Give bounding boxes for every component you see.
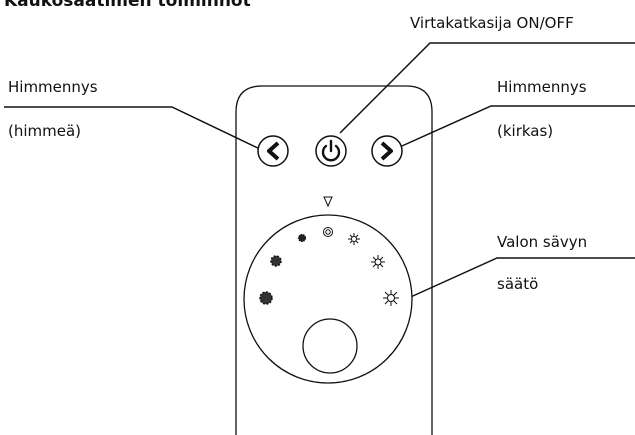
- label-dim-left-2: (himmeä): [8, 122, 82, 140]
- color-tone-dial[interactable]: [243, 214, 413, 384]
- triangle-down-icon: [323, 196, 333, 208]
- label-dim-right-1: Himmennys: [497, 78, 587, 96]
- label-tone-2: säätö: [497, 275, 539, 293]
- power-button[interactable]: [315, 135, 347, 167]
- label-dim-left-1: Himmennys: [8, 78, 98, 96]
- dim-up-button[interactable]: [371, 135, 403, 167]
- callout-line-dim-right: [392, 105, 635, 151]
- warm-tone-icon-3: [297, 233, 307, 243]
- callout-line-dim-left: [4, 106, 263, 151]
- cool-tone-icon-2: [371, 255, 385, 269]
- label-tone-1: Valon sävyn: [497, 233, 588, 251]
- power-icon: [321, 139, 341, 162]
- remote-body: [235, 85, 433, 435]
- callout-line-tone: [403, 257, 635, 301]
- page-heading: Kaukosäätimen toiminnot: [4, 0, 251, 11]
- neutral-tone-icon: [323, 227, 333, 237]
- callout-line-power: [339, 42, 635, 134]
- dim-down-button[interactable]: [257, 135, 289, 167]
- warm-tone-icon-2: [270, 255, 282, 267]
- cool-tone-icon-1: [348, 233, 360, 245]
- chevron-right-icon: [380, 141, 393, 161]
- dial-knob[interactable]: [302, 318, 358, 374]
- label-power: Virtakatkasija ON/OFF: [410, 14, 574, 32]
- chevron-left-icon: [267, 141, 280, 161]
- cool-tone-icon-3: [383, 290, 399, 306]
- label-dim-right-2: (kirkas): [497, 122, 554, 140]
- warm-tone-icon-1: [259, 291, 273, 305]
